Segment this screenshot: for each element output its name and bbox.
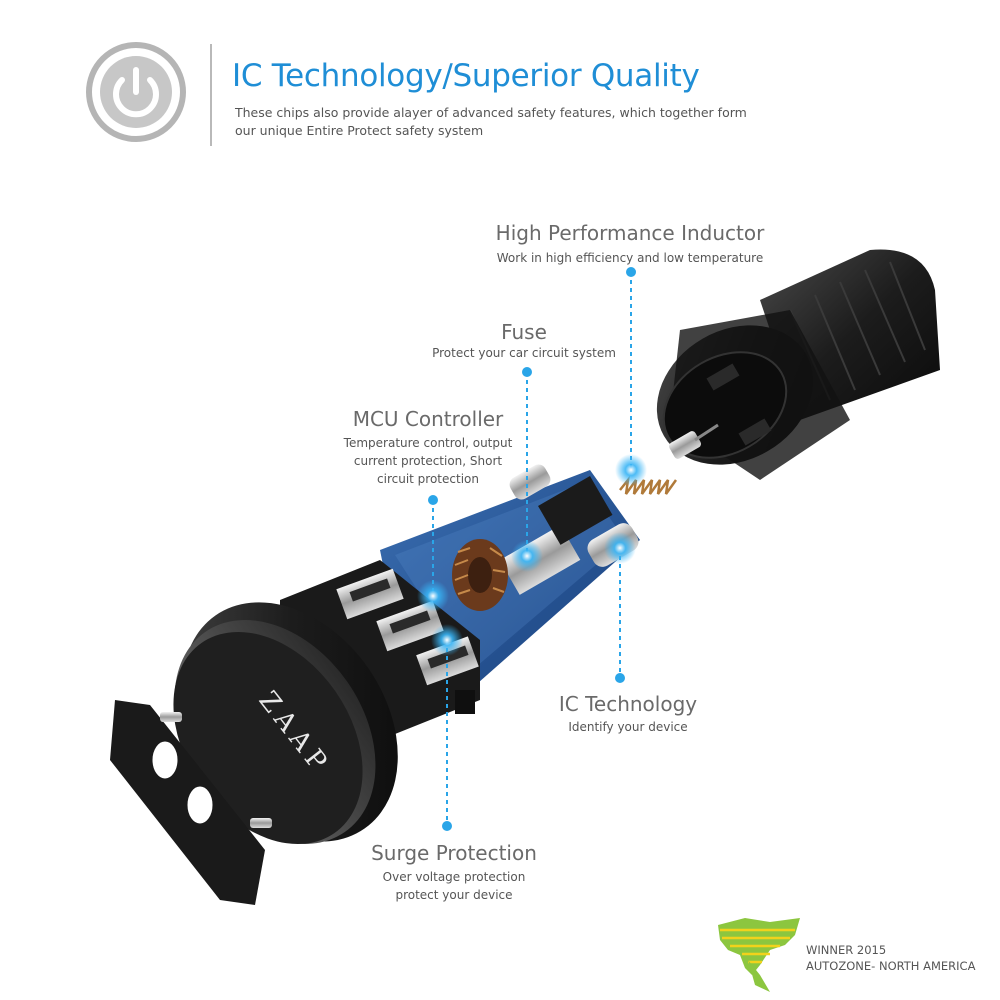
north-america-map-icon — [718, 918, 800, 992]
mcu-desc-line-3: circuit protection — [377, 472, 479, 486]
mcu-desc-line-1: Temperature control, output — [343, 436, 513, 450]
mcu-desc-line-2: current protection, Short — [353, 454, 503, 468]
subtitle-line-1: These chips also provide alayer of advan… — [235, 105, 747, 120]
award-line-2: AUTOZONE- NORTH AMERICA — [806, 959, 976, 973]
inductor-desc: Work in high efficiency and low temperat… — [496, 251, 764, 265]
plug-housing — [656, 249, 940, 480]
callout-glows — [417, 454, 647, 656]
ic-desc: Identify your device — [568, 720, 688, 734]
back-plate — [110, 700, 272, 905]
fuse-desc: Protect your car circuit system — [432, 346, 616, 360]
callout-dots — [428, 267, 636, 831]
fuse-title: Fuse — [501, 320, 547, 344]
page-subtitle: These chips also provide alayer of advan… — [235, 104, 795, 140]
header-divider — [210, 44, 212, 146]
award-line-1: WINNER 2015 — [806, 943, 887, 957]
contact-spring — [619, 423, 719, 495]
surge-desc-line-2: protect your device — [395, 888, 513, 902]
surge-title: Surge Protection — [371, 841, 537, 865]
surge-desc: Over voltage protection protect your dev… — [344, 868, 564, 904]
mcu-desc: Temperature control, output current prot… — [318, 434, 538, 488]
surge-desc-line-1: Over voltage protection — [382, 870, 526, 884]
callout-lines — [432, 272, 632, 826]
subtitle-line-2: our unique Entire Protect safety system — [235, 123, 484, 138]
ic-title: IC Technology — [558, 692, 698, 716]
award-text: WINNER 2015 AUTOZONE- NORTH AMERICA — [806, 942, 975, 974]
mcu-title: MCU Controller — [352, 407, 504, 431]
inductor-title: High Performance Inductor — [495, 221, 765, 245]
page-title: IC Technology/Superior Quality — [232, 58, 700, 94]
front-cap: ZAAP — [173, 602, 398, 845]
